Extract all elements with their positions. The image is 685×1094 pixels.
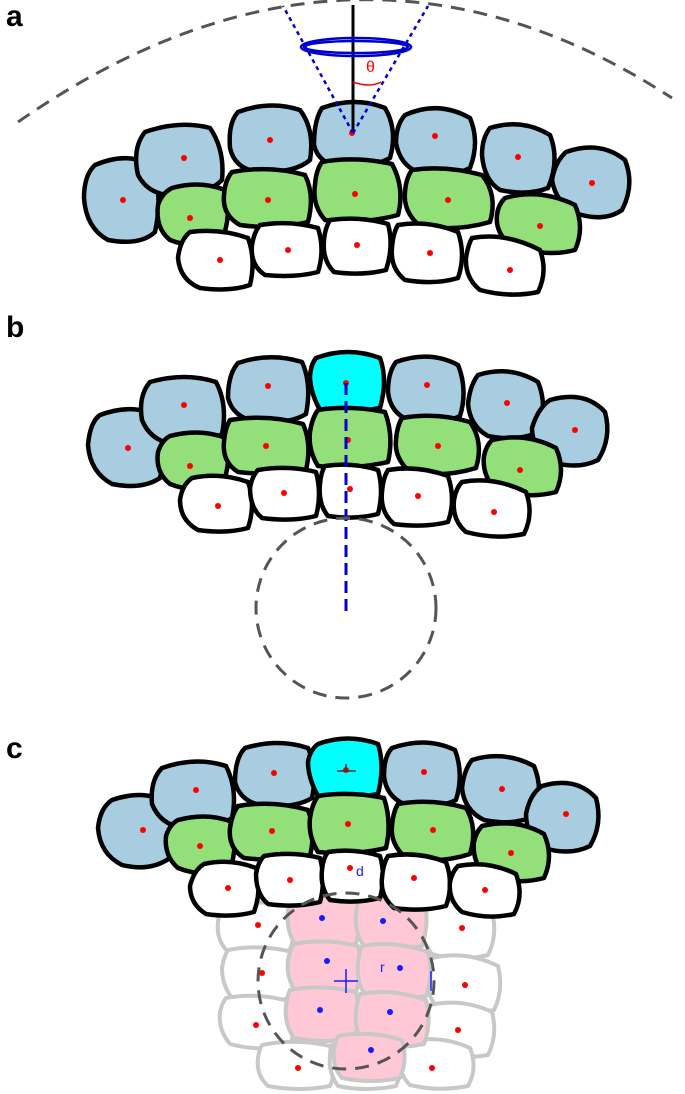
distance-label: d: [356, 863, 364, 879]
inner-cell: [463, 234, 546, 297]
inner-layer: [177, 462, 532, 539]
outer-cell: [225, 355, 311, 425]
neighborhood-circle: [256, 891, 436, 1071]
neighbor-cell: [331, 1031, 407, 1083]
neighbor-cell: [283, 985, 361, 1043]
inner-layer: [175, 216, 546, 297]
inner-cell: [175, 228, 255, 292]
centroids-c: [140, 767, 569, 1071]
panel-label-b: b: [6, 311, 25, 344]
neighborhood-circle: [254, 516, 438, 700]
outer-cell: [381, 740, 462, 809]
outer-cell: [393, 105, 478, 177]
inner-cell: [451, 478, 532, 539]
outer-cell: [385, 354, 466, 425]
panel-b: [85, 349, 610, 700]
theta-arc: [352, 81, 382, 86]
panel-a: θ: [17, 0, 673, 297]
middle-cell: [307, 405, 393, 470]
inner-cell: [379, 852, 453, 912]
radius-label: r: [380, 959, 385, 975]
panel-label-a: a: [6, 0, 23, 33]
centroids-a: [120, 130, 595, 273]
curvature-arc: [17, 0, 673, 124]
neighbor-centroids: [317, 915, 403, 1053]
angle-cone: [281, 5, 430, 134]
faded-cell: [255, 1039, 336, 1091]
inner-cell: [389, 221, 465, 285]
inner-cell: [319, 848, 386, 904]
inner-cell: [177, 473, 255, 534]
circle-center-cross: [334, 969, 358, 993]
panel-label-c: c: [6, 732, 23, 765]
theta-label: θ: [366, 59, 375, 76]
inner-cell: [187, 859, 261, 918]
middle-cell: [312, 157, 403, 224]
panel-c: d r: [95, 736, 601, 1091]
